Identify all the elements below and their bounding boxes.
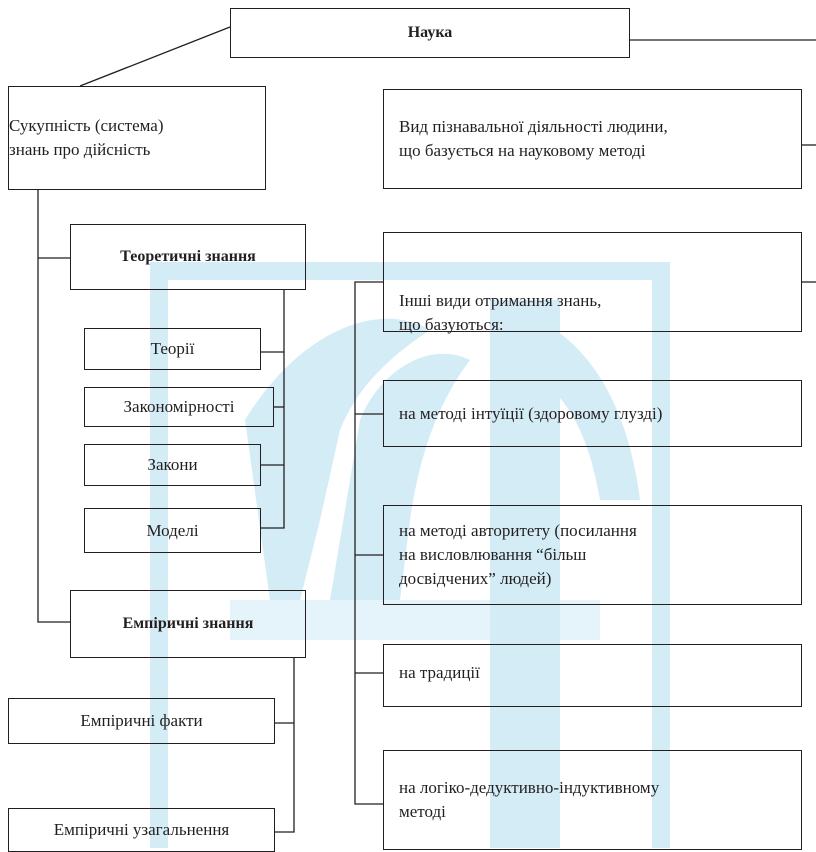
method-tradition-box: на традиції	[383, 644, 802, 707]
definition-system-text: Сукупність (система) знань про дійсність	[9, 116, 164, 159]
other-methods-box: Інші види отримання знань, що базуються:	[383, 232, 802, 334]
definition-activity-box: Вид пізнавальної діяльності людини, що б…	[383, 89, 802, 189]
theoretical-knowledge-box: Теоретичні знання	[70, 224, 306, 290]
empirical-knowledge-title: Емпіричні знання	[122, 615, 254, 632]
empirical-item-generalizations: Емпіричні узагальнення	[8, 808, 275, 852]
theoretical-item-label: Теорії	[150, 339, 195, 358]
root-title: Наука	[407, 24, 453, 41]
empirical-item-label: Емпіричні факти	[80, 711, 203, 730]
method-intuition-text: на методі інтуїції (здоровому глузді)	[399, 403, 663, 423]
method-logic-text: на логіко-дедуктивно-індуктивному методі	[399, 778, 660, 821]
method-logic-box: на логіко-дедуктивно-індуктивному методі	[383, 750, 802, 850]
theoretical-item-label: Закони	[147, 455, 198, 474]
theoretical-item-models: Моделі	[84, 508, 261, 553]
empirical-item-label: Емпіричні узагальнення	[53, 820, 230, 839]
method-intuition-box: на методі інтуїції (здоровому глузді)	[383, 380, 802, 447]
other-methods-text: Інші види отримання знань, що базуються:	[399, 291, 602, 334]
method-authority-box: на методі авторитету (посилання на висло…	[383, 505, 802, 605]
theoretical-knowledge-title: Теоретичні знання	[120, 248, 256, 265]
theoretical-item-laws: Закони	[84, 444, 261, 486]
method-tradition-text: на традиції	[399, 663, 480, 682]
root-node: Наука	[230, 8, 630, 58]
theoretical-item-theories: Теорії	[84, 328, 261, 370]
empirical-knowledge-box: Емпіричні знання	[70, 590, 306, 658]
definition-system-box: Сукупність (система) знань про дійсність	[8, 86, 266, 190]
method-authority-text: на методі авторитету (посилання на висло…	[399, 521, 637, 588]
theoretical-item-label: Закономірності	[123, 397, 235, 416]
theoretical-item-label: Моделі	[146, 520, 199, 540]
definition-activity-text: Вид пізнавальної діяльності людини, що б…	[399, 117, 668, 160]
theoretical-item-regularities: Закономірності	[84, 387, 274, 427]
empirical-item-facts: Емпіричні факти	[8, 698, 275, 744]
